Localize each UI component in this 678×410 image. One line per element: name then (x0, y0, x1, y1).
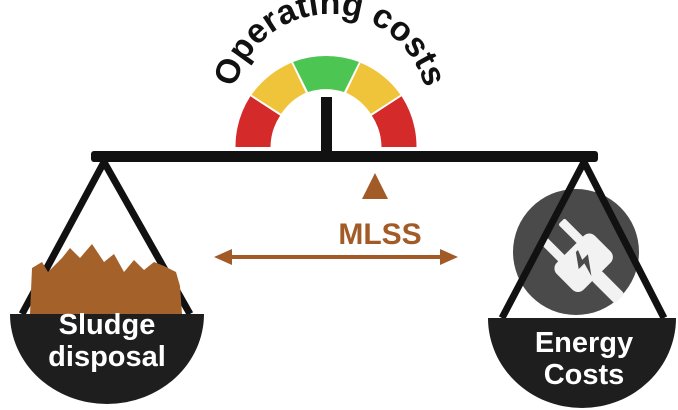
right-pan-strings (498, 160, 668, 320)
mlss-double-arrow (214, 249, 458, 265)
balance-beam (91, 151, 598, 162)
left-pan-label-line2: disposal (48, 341, 166, 373)
gauge-segment-green (293, 56, 359, 92)
right-pan (488, 318, 676, 408)
mlss-pointer (362, 173, 388, 199)
cost-gauge (235, 56, 417, 155)
power-plug-icon (513, 189, 639, 315)
sludge-pile (30, 244, 182, 314)
gauge-segment-red-left (235, 96, 281, 147)
gauge-segment-yellow-left (251, 62, 306, 114)
gauge-needle (321, 97, 332, 155)
right-pan-label-line1: Energy (535, 327, 633, 359)
right-pan-label-line2: Costs (544, 359, 625, 391)
gauge-segment-red-right (371, 96, 417, 147)
left-pan-label-line1: Sludge (59, 309, 156, 341)
gauge-segment-yellow-right (346, 62, 401, 114)
mlss-label: MLSS (338, 218, 421, 251)
left-pan (10, 314, 204, 404)
